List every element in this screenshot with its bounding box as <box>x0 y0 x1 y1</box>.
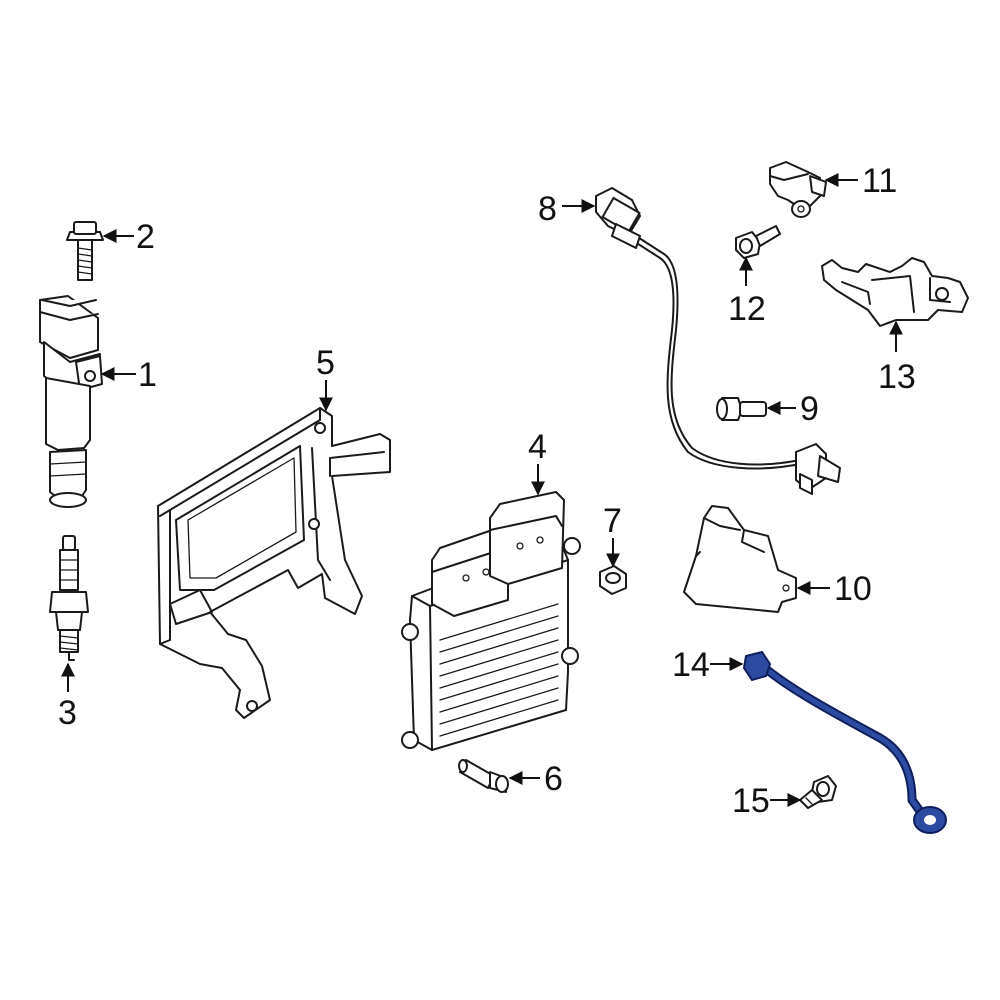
callout-2: 2 <box>136 218 155 256</box>
callout-13: 13 <box>878 358 916 396</box>
part-15-bolt[interactable] <box>799 775 837 809</box>
callout-6: 6 <box>544 760 563 798</box>
callout-1: 1 <box>138 356 157 394</box>
part-11-sensor[interactable] <box>769 161 827 218</box>
part-8-sensor[interactable] <box>595 187 841 495</box>
part-10-cover[interactable] <box>683 505 797 613</box>
callout-5: 5 <box>316 344 335 382</box>
part-13-bracket[interactable] <box>821 257 969 327</box>
part-4-ecu[interactable] <box>401 491 581 751</box>
part-14-sensor-cable[interactable] <box>742 650 947 834</box>
part-7-nut[interactable] <box>599 565 627 595</box>
callout-11: 11 <box>862 162 897 200</box>
part-5-bracket[interactable] <box>157 407 391 719</box>
callout-9: 9 <box>800 390 819 428</box>
callout-12: 12 <box>728 290 766 328</box>
part-1-ignition-coil[interactable] <box>39 295 103 508</box>
part-2-bolt[interactable] <box>66 221 104 281</box>
callout-15: 15 <box>732 782 770 820</box>
callout-10: 10 <box>834 570 872 608</box>
callout-14: 14 <box>672 646 710 684</box>
leader-arrows <box>61 173 903 807</box>
callout-3: 3 <box>58 694 77 732</box>
callout-4: 4 <box>528 428 547 466</box>
part-3-spark-plug[interactable] <box>49 535 89 661</box>
callout-7: 7 <box>603 502 622 540</box>
callout-labels: 1 2 3 4 5 6 7 8 9 10 11 12 13 14 15 <box>58 162 916 820</box>
part-12-bolt[interactable] <box>735 225 781 259</box>
callout-8: 8 <box>538 190 557 228</box>
part-6-bolt[interactable] <box>458 759 509 793</box>
part-9-bolt[interactable] <box>716 397 767 421</box>
